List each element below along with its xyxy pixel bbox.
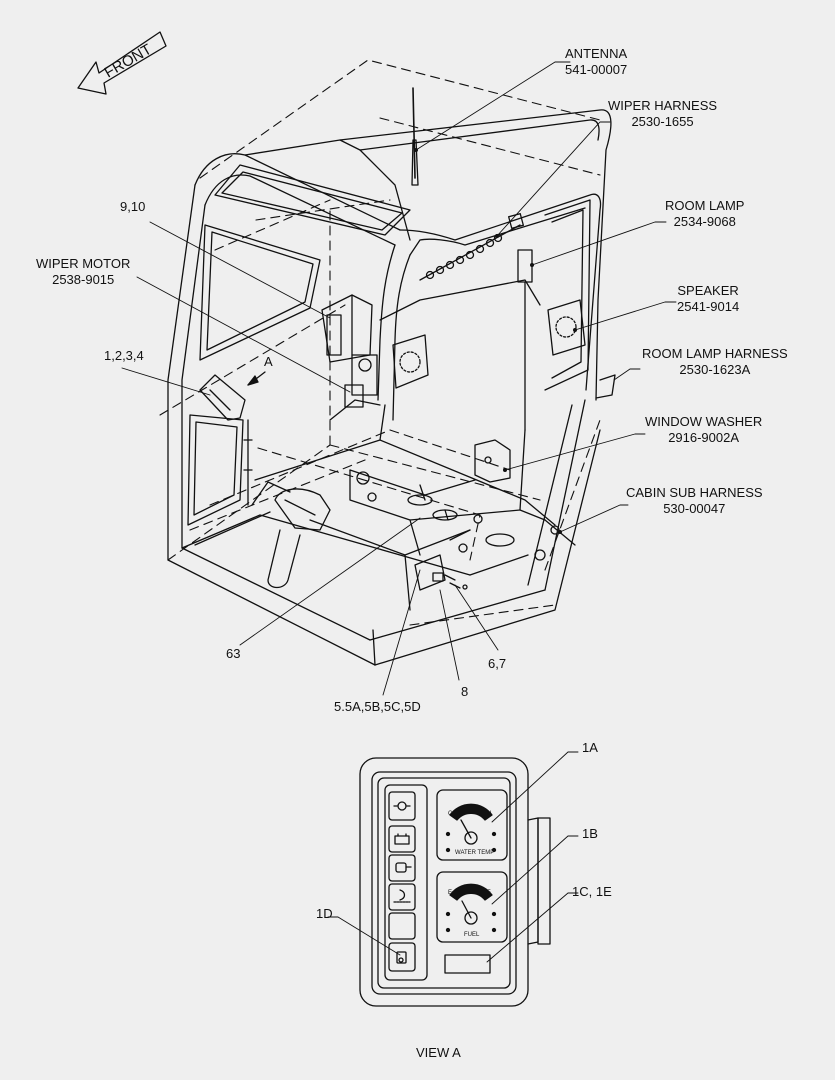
callout-63: 63 — [226, 646, 241, 661]
view-a-title: VIEW A — [416, 1045, 461, 1060]
view-a-leaders — [327, 751, 579, 963]
water-gauge-caption: WATER TEMP — [455, 850, 494, 856]
view-a-arrow — [247, 371, 266, 386]
leader-lines — [121, 61, 677, 696]
front-arrow-text: FRONT — [102, 41, 155, 82]
callout-6-7: 6,7 — [488, 656, 507, 671]
warning-lamp-column — [384, 784, 428, 981]
window-washer — [474, 439, 511, 483]
speaker-right — [547, 299, 586, 356]
speaker-left — [392, 334, 429, 389]
water-gauge-low: C — [448, 811, 453, 817]
view-a-label-1c: 1C, 1E — [572, 884, 612, 899]
wiper-motor-controller — [321, 294, 381, 421]
callout-5: 5.5A,5B,5C,5D — [334, 699, 421, 714]
callout-1-2-3-4: 1,2,3,4 — [104, 348, 144, 363]
cabin-sub-harness-part: 530-00047 — [663, 501, 726, 516]
room-lamp-harness-label: ROOM LAMP HARNESS 2530-1623A — [642, 346, 788, 378]
fuel-gauge-high: F — [487, 890, 491, 896]
window-washer-part: 2916-9002A — [668, 430, 740, 445]
room-lamp-harness-part: 2530-1623A — [679, 362, 751, 377]
view-a-panel — [359, 757, 551, 1007]
cabin-sub-harness — [254, 404, 560, 561]
battery-icon — [394, 833, 410, 845]
window-washer-name: WINDOW WASHER — [645, 414, 763, 429]
fuel-gauge — [436, 871, 508, 943]
floor-holes — [407, 494, 515, 547]
wiper-motor-part: 2538-9015 — [52, 272, 115, 287]
antenna-label: ANTENNA 541-00007 — [565, 46, 627, 78]
cab-frame — [167, 109, 612, 666]
view-a-label-1d: 1D — [316, 906, 333, 921]
room-lamp-name: ROOM LAMP — [665, 198, 745, 213]
water-gauge-high: H — [487, 811, 491, 817]
wiper-motor-label: WIPER MOTOR 2538-9015 — [36, 256, 130, 288]
window-washer-label: WINDOW WASHER 2916-9002A — [645, 414, 762, 446]
oil-pressure-icon — [395, 862, 412, 873]
wiper-motor-name: WIPER MOTOR — [36, 256, 131, 271]
relay-bracket — [414, 554, 468, 591]
room-lamp — [517, 249, 533, 431]
leader-dots — [414, 148, 577, 534]
fuel-gauge-low: E — [448, 890, 452, 896]
antenna-part: 541-00007 — [565, 62, 628, 77]
antenna — [411, 87, 419, 186]
fuel-gauge-caption: FUEL — [464, 932, 480, 938]
antenna-name: ANTENNA — [565, 46, 628, 61]
fuel-warning-icon — [396, 951, 407, 964]
room-lamp-harness-name: ROOM LAMP HARNESS — [642, 346, 788, 361]
callout-8: 8 — [461, 684, 469, 699]
operator-seat — [267, 488, 331, 589]
hour-meter — [444, 954, 491, 974]
speaker-name: SPEAKER — [677, 283, 739, 298]
speaker-label: SPEAKER 2541-9014 — [677, 283, 739, 315]
front-arrow: FRONT — [77, 31, 167, 95]
callout-9-10: 9,10 — [120, 199, 146, 214]
coolant-icon — [393, 889, 411, 903]
cabin-sub-harness-name: CABIN SUB HARNESS — [626, 485, 763, 500]
preheat-icon — [393, 801, 411, 811]
instrument-panel — [199, 374, 291, 506]
view-a-marker: A — [264, 354, 273, 369]
room-lamp-label: ROOM LAMP 2534-9068 — [665, 198, 744, 230]
view-a-label-1b: 1B — [582, 826, 598, 841]
room-lamp-part: 2534-9068 — [673, 214, 736, 229]
view-a-label-1a: 1A — [582, 740, 598, 755]
cabin-sub-harness-label: CABIN SUB HARNESS 530-00047 — [626, 485, 763, 517]
speaker-part: 2541-9014 — [677, 299, 740, 314]
wiper-harness-label: WIPER HARNESS 2530-1655 — [608, 98, 717, 130]
wiper-harness-part: 2530-1655 — [631, 114, 694, 129]
wiper-harness-name: WIPER HARNESS — [608, 98, 718, 113]
water-temp-gauge — [436, 789, 508, 861]
